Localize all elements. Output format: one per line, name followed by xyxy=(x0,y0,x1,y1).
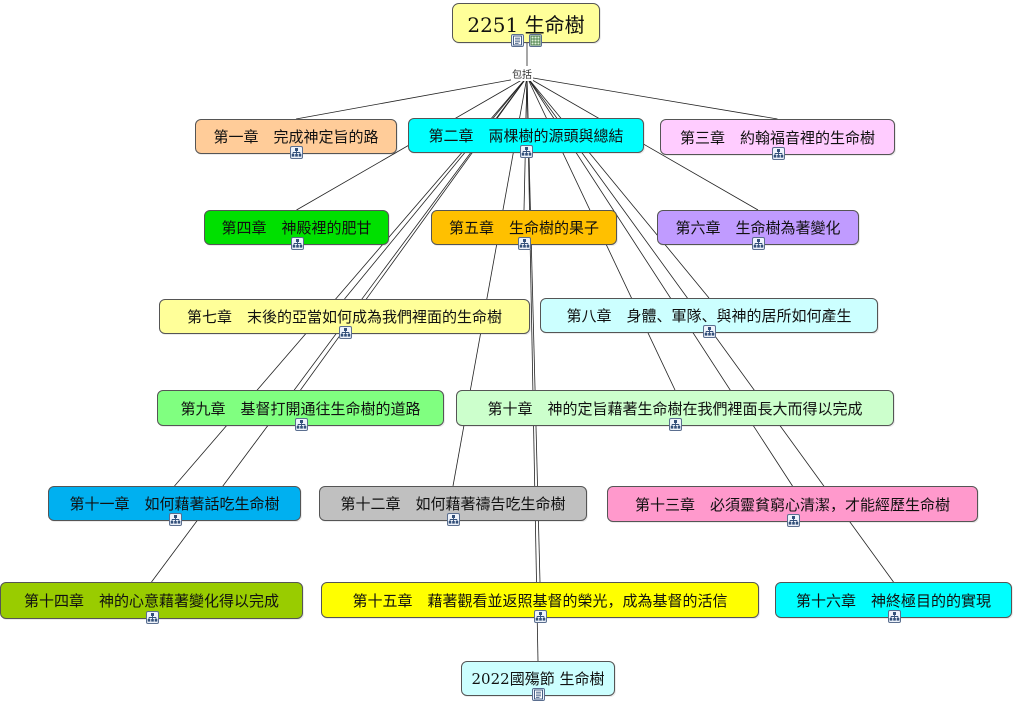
chapter-13-label: 第十三章 必須靈貧窮心清潔，才能經歷生命樹 xyxy=(634,495,950,514)
chapter-7-topic[interactable]: 第七章 末後的亞當如何成為我們裡面的生命樹 xyxy=(159,299,530,334)
doc-icon[interactable] xyxy=(511,34,524,47)
chapter-10-label: 第十章 神的定旨藉著生命樹在我們裡面長大而得以完成 xyxy=(487,399,863,418)
chapter-11-topic[interactable]: 第十一章 如何藉著話吃生命樹 xyxy=(48,486,301,521)
hierarchy-icon[interactable] xyxy=(771,147,785,160)
root-title: 2251 生命樹 xyxy=(467,12,585,37)
chapter-8-label: 第八章 身體、軍隊、與神的居所如何產生 xyxy=(566,307,852,325)
edge-chapter-3 xyxy=(526,76,778,120)
hierarchy-icon[interactable] xyxy=(887,610,901,623)
chapter-2-label: 第二章 兩棵樹的源頭與總結 xyxy=(428,127,624,145)
hierarchy-icon[interactable] xyxy=(786,514,800,527)
chapter-6-label: 第六章 生命樹為著變化 xyxy=(675,219,841,237)
hierarchy-icon[interactable] xyxy=(290,146,303,159)
chapter-9-label: 第九章 基督打開通往生命樹的道路 xyxy=(180,399,421,418)
chapter-15-label: 第十五章 藉著觀看並返照基督的榮光，成為基督的活信 xyxy=(352,591,728,610)
edge-chapter-7 xyxy=(344,76,528,300)
edge-footer xyxy=(526,76,539,662)
hierarchy-icon[interactable] xyxy=(669,418,682,431)
link-label: 包括 xyxy=(511,66,533,81)
hierarchy-icon[interactable] xyxy=(447,513,460,526)
chapter-7-label: 第七章 末後的亞當如何成為我們裡面的生命樹 xyxy=(186,308,502,326)
chapter-1-label: 第一章 完成神定旨的路 xyxy=(213,128,379,146)
hierarchy-icon[interactable] xyxy=(520,145,533,158)
edge-chapter-2 xyxy=(525,76,528,119)
chapter-3-topic[interactable]: 第三章 約翰福音裡的生命樹 xyxy=(660,119,895,155)
chapter-11-label: 第十一章 如何藉著話吃生命樹 xyxy=(69,495,280,513)
edge-chapter-1 xyxy=(295,76,528,120)
chapter-4-label: 第四章 神殿裡的肥甘 xyxy=(221,219,372,237)
hierarchy-icon[interactable] xyxy=(168,513,182,526)
hierarchy-icon[interactable] xyxy=(290,237,304,250)
footer-title: 2022國殤節 生命樹 xyxy=(471,670,605,688)
chapter-5-topic[interactable]: 第五章 生命樹的果子 xyxy=(431,210,617,245)
chapter-9-topic[interactable]: 第九章 基督打開通往生命樹的道路 xyxy=(157,390,444,426)
edge-chapter-8 xyxy=(526,76,710,299)
chapter-14-label: 第十四章 神的心意藉著變化得以完成 xyxy=(23,592,279,610)
chapter-12-label: 第十二章 如何藉著禱告吃生命樹 xyxy=(340,495,566,513)
hierarchy-icon[interactable] xyxy=(338,326,352,339)
chapter-6-topic[interactable]: 第六章 生命樹為著變化 xyxy=(657,210,859,245)
chapter-3-label: 第三章 約翰福音裡的生命樹 xyxy=(679,128,875,147)
table-icon[interactable] xyxy=(529,34,542,47)
hierarchy-icon[interactable] xyxy=(518,237,531,250)
hierarchy-icon[interactable] xyxy=(145,611,159,624)
hierarchy-icon[interactable] xyxy=(294,418,308,431)
hierarchy-icon[interactable] xyxy=(752,237,765,250)
root-topic[interactable]: 2251 生命樹 xyxy=(452,3,600,43)
hierarchy-icon[interactable] xyxy=(703,325,716,338)
chapter-5-label: 第五章 生命樹的果子 xyxy=(448,219,599,237)
hierarchy-icon[interactable] xyxy=(534,610,547,623)
doc-icon[interactable] xyxy=(532,688,545,701)
chapter-2-topic[interactable]: 第二章 兩棵樹的源頭與總結 xyxy=(408,118,644,153)
chapter-16-label: 第十六章 神終極目的的實現 xyxy=(795,591,991,610)
